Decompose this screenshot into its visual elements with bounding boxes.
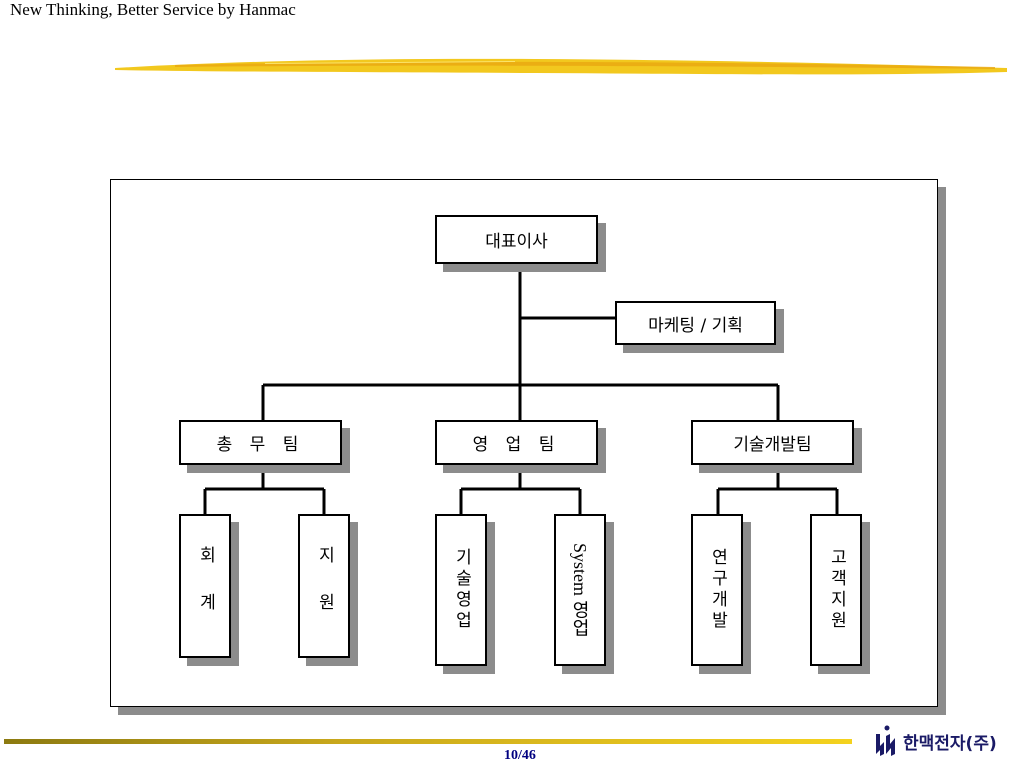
page-number: 10/46 xyxy=(504,748,536,763)
slogan: New Thinking, Better Service by Hanmac xyxy=(10,0,296,19)
company-logo: 한맥전자(주) xyxy=(873,724,997,758)
logo-mark-icon xyxy=(876,725,895,756)
footer-bar xyxy=(4,739,852,744)
ceo-label: 대표이사 xyxy=(485,232,548,252)
unit-box-rnd: 연구개발 xyxy=(691,514,743,666)
unit-box-accounting: 회계 xyxy=(179,514,231,658)
team-box-tech-dev: 기술개발팀 xyxy=(691,420,854,465)
team-label: 총 무 팀 xyxy=(216,435,305,455)
team-box-general-affairs: 총 무 팀 xyxy=(179,420,342,465)
unit-box-tech-sales: 기술영업 xyxy=(435,514,487,666)
team-label: 기술개발팀 xyxy=(733,435,812,455)
unit-label: System 영업 xyxy=(570,543,590,637)
unit-label: 회계 xyxy=(195,546,216,640)
ceo-box: 대표이사 xyxy=(435,215,598,264)
unit-box-customer-support: 고객지원 xyxy=(810,514,862,666)
unit-label: 고객지원 xyxy=(826,548,847,632)
unit-box-support: 지원 xyxy=(298,514,350,658)
unit-label: 기술영업 xyxy=(451,548,472,632)
team-label: 영 업 팀 xyxy=(472,435,561,455)
team-box-sales: 영 업 팀 xyxy=(435,420,598,465)
unit-box-system-sales: System 영업 xyxy=(554,514,606,666)
brush-stroke-decoration xyxy=(115,58,1007,75)
staff-box: 마케팅 / 기획 xyxy=(615,301,776,345)
staff-label: 마케팅 / 기획 xyxy=(648,315,743,336)
unit-label: 연구개발 xyxy=(707,548,728,632)
logo-text: 한맥전자(주) xyxy=(903,733,997,754)
unit-label: 지원 xyxy=(314,546,335,640)
